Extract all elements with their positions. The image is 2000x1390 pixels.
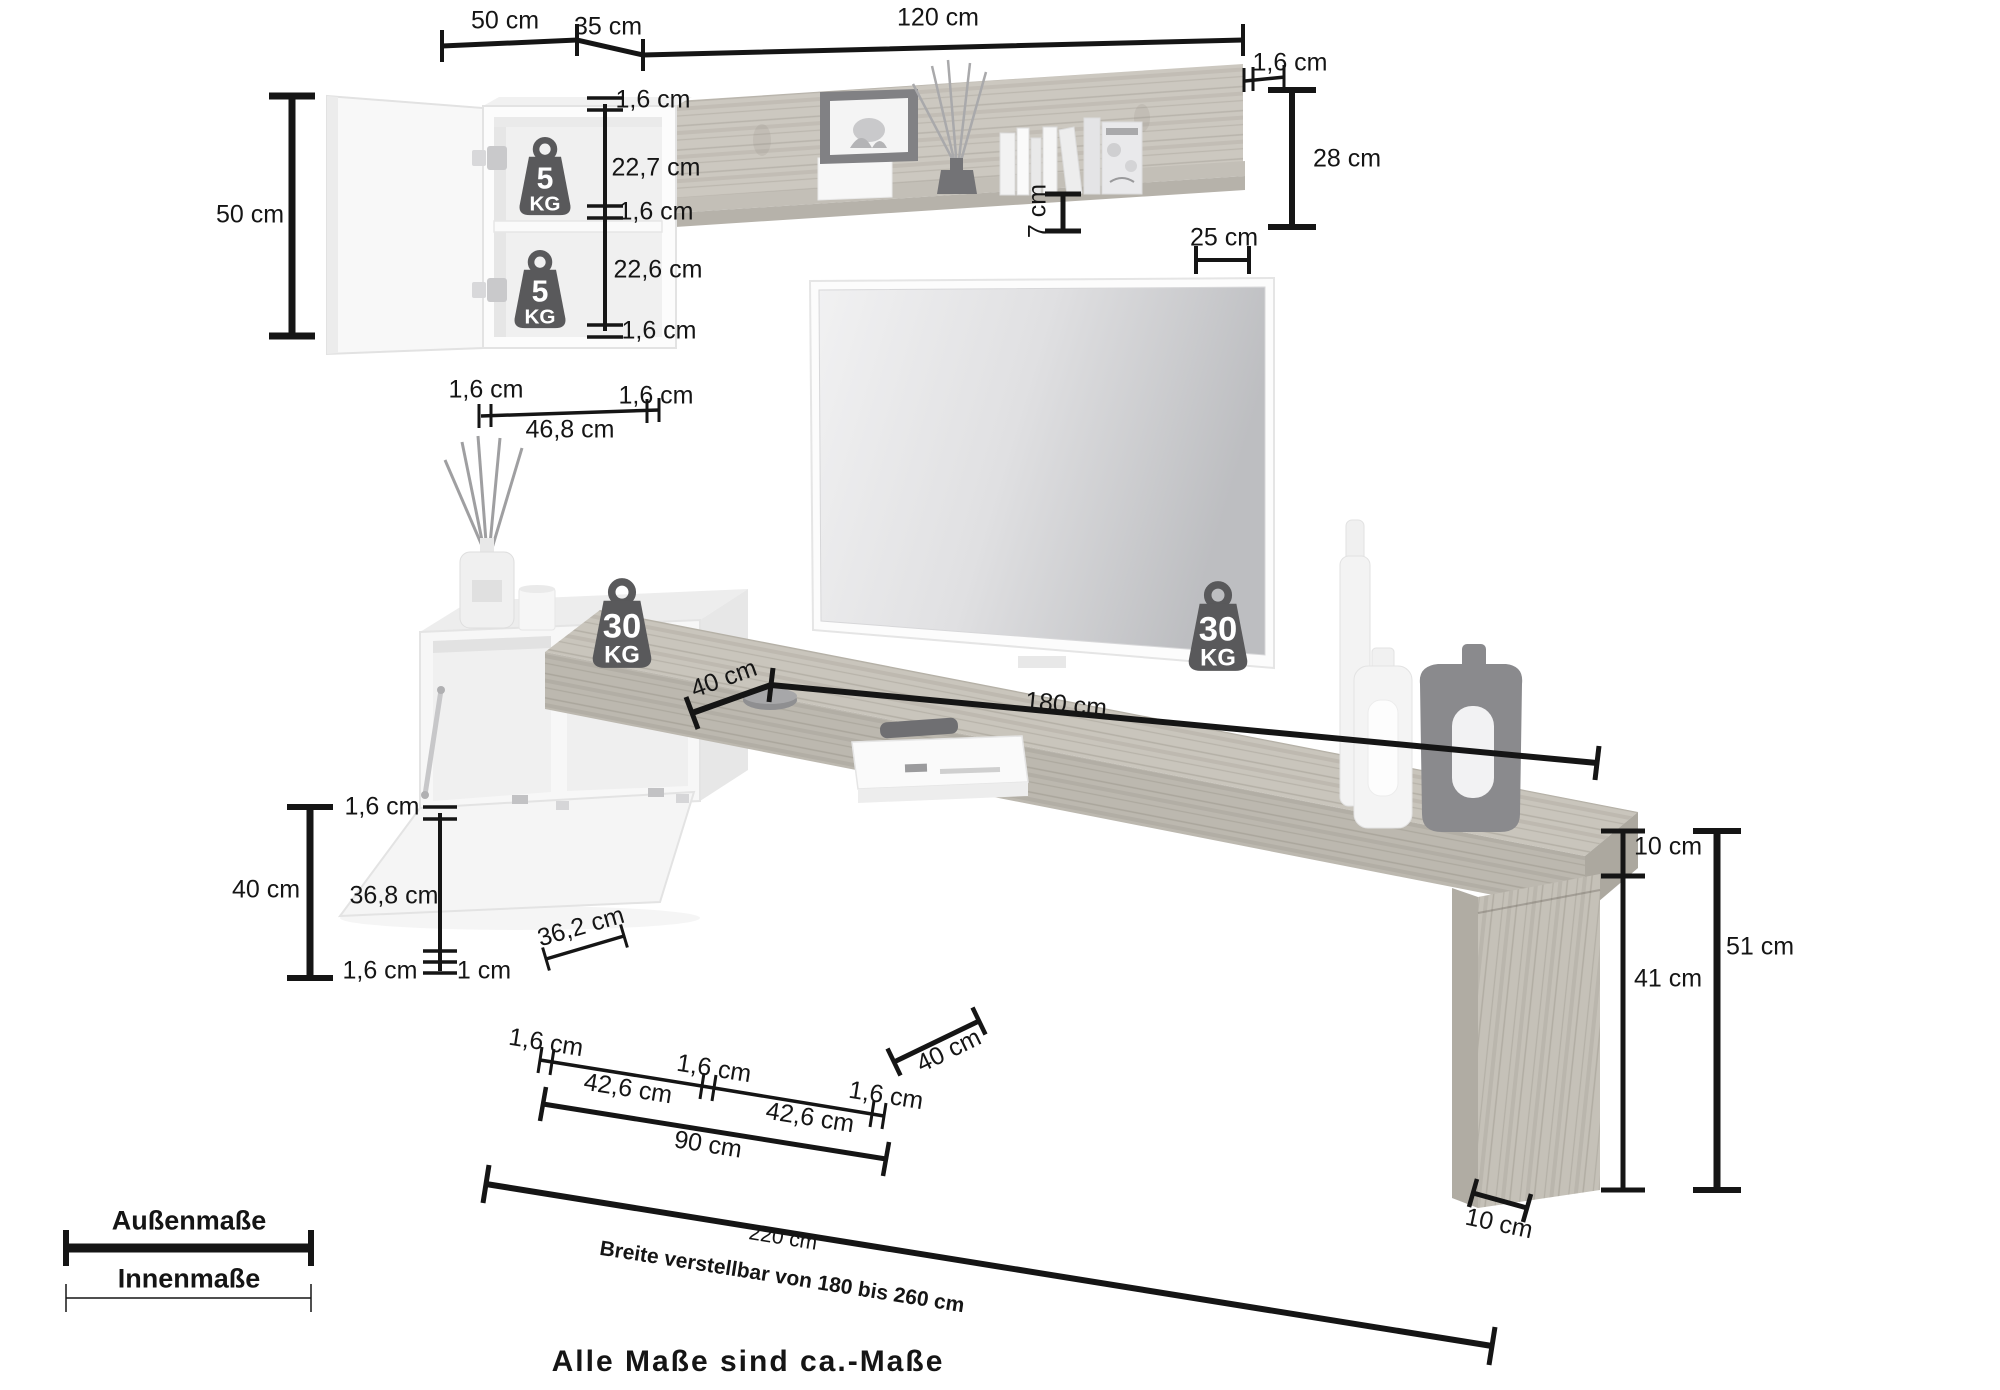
svg-text:KG: KG [529,192,560,215]
dim-cabinet-inner-width-label: 46,8 cm [525,415,615,444]
svg-text:5: 5 [537,163,554,196]
dim-shelf-panel-thickness [1242,65,1286,92]
dim-cube-depth [885,1006,988,1077]
weight-limit-badge-cabinet-lower: 5 KG [514,249,566,328]
svg-text:KG: KG [524,305,555,328]
dim-cube-base-gap-label: 1 cm [456,956,512,985]
dim-side-height [1693,828,1741,1193]
weight-limit-badge-lowboard-left: 30 KG [592,578,652,668]
dim-shelf-board-thickness [1045,191,1081,234]
dim-top-width-label: 120 cm [897,3,979,32]
dim-side-height-label: 51 cm [1725,932,1795,961]
dim-flap-total-width [537,1086,892,1177]
dim-cube-inner-column [423,805,457,975]
dim-cube-height [287,804,333,981]
svg-text:5: 5 [532,276,549,309]
dim-shelf-panel-height [1268,87,1316,230]
dim-cube-bottom-thickness-label: 1,6 cm [342,956,418,985]
dim-cabinet-inner-width [477,398,661,428]
dim-cabinet-inner-column [587,96,623,339]
dim-shelf-panel-height-label: 28 cm [1312,144,1382,173]
dim-cabinet-upper-inner-label: 22,7 cm [611,153,701,182]
svg-text:30: 30 [603,608,641,646]
dim-shelf-depth [1194,246,1251,274]
dim-shelf-depth-label: 25 cm [1189,223,1259,252]
legend-outer-label: Außenmaße [111,1205,267,1236]
dim-top-chain [440,24,1245,71]
tv-illustration [808,276,1275,670]
legend-inner-label: Innenmaße [117,1263,261,1294]
dim-leg-depth [1466,1178,1534,1223]
dim-cube-top-thickness-label: 1,6 cm [344,792,420,821]
dim-top-depth-label: 50 cm [470,6,540,35]
lowboard-illustration [337,435,1638,1208]
dim-shelf-board-thickness-label: 7 cm [1023,183,1052,239]
dim-cabinet-height-label: 50 cm [215,200,285,229]
weight-limit-badge-lowboard-right: 30 KG [1188,581,1248,671]
footer-note: Alle Maße sind ca.-Maße [551,1345,945,1378]
dim-cabinet-top-thickness-label: 1,6 cm [615,85,691,114]
dim-flap-widths [536,1046,888,1130]
dim-board-depth-length [683,667,1602,781]
dim-cabinet-side-left-label: 1,6 cm [448,375,524,404]
dim-leg-top-label: 10 cm [1633,832,1703,861]
dim-cabinet-height [269,92,315,340]
dim-cabinet-side-right-label: 1,6 cm [618,381,694,410]
dim-flap-inner-width [541,924,629,971]
legend-lines [63,1230,314,1312]
dim-leg-column [1601,828,1645,1193]
svg-text:KG: KG [1200,644,1236,671]
dim-cabinet-mid-thickness-label: 1,6 cm [618,197,694,226]
svg-text:30: 30 [1199,611,1237,649]
dim-total-width [480,1164,1498,1366]
dim-leg-height-label: 41 cm [1633,964,1703,993]
dim-cabinet-bottom-thickness-label: 1,6 cm [621,316,697,345]
wall-shelf-illustration [572,59,1245,228]
hinge-icon [472,146,507,302]
dim-top-gap-label: 35 cm [573,12,643,41]
dim-cube-height-label: 40 cm [231,875,301,904]
dim-cube-inner-height-label: 36,8 cm [349,881,439,910]
dim-cabinet-lower-inner-label: 22,6 cm [613,255,703,284]
weight-limit-badge-cabinet-upper: 5 KG [519,136,571,215]
svg-text:KG: KG [604,641,640,668]
dim-shelf-panel-thickness-label: 1,6 cm [1252,48,1328,77]
